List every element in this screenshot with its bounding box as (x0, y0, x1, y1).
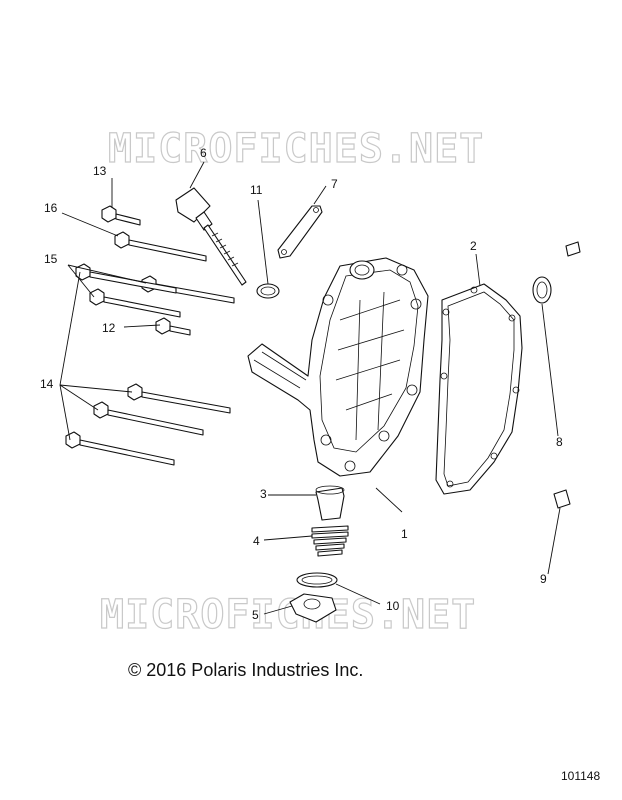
document-number: 101148 (561, 769, 601, 783)
plug-5 (289, 593, 337, 623)
callout-8: 8 (556, 435, 563, 449)
callout-16: 16 (44, 201, 58, 215)
bolt-12 (155, 317, 191, 336)
leader-lines (59, 161, 561, 615)
callout-12: 12 (102, 321, 116, 335)
bolt-14d (65, 431, 175, 466)
callout-7: 7 (331, 177, 338, 191)
bolt-14b (127, 383, 231, 414)
bolt-15b (89, 288, 181, 318)
callout-15: 15 (44, 252, 58, 266)
callout-10: 10 (386, 599, 400, 613)
callout-11: 11 (250, 183, 263, 197)
callout-2: 2 (470, 239, 477, 253)
copyright-notice: © 2016 Polaris Industries Inc. (128, 660, 364, 680)
callout-1: 1 (401, 527, 408, 541)
bolt-13 (101, 205, 141, 226)
callout-14: 14 (40, 377, 54, 391)
callout-13: 13 (93, 164, 107, 178)
seal-8 (532, 276, 552, 304)
bolt-14c (93, 401, 204, 436)
oring-10 (296, 572, 338, 588)
dowel-upper (565, 241, 581, 257)
gasket-2 (435, 283, 523, 495)
spring-4 (311, 525, 349, 557)
callout-3: 3 (260, 487, 267, 501)
bracket-7 (277, 205, 323, 259)
dipstick-6 (175, 187, 247, 286)
callout-5: 5 (252, 608, 259, 622)
watermark-top: MICROFICHES.NET (108, 126, 484, 172)
dowel-9 (553, 489, 571, 509)
callout-6: 6 (200, 146, 207, 160)
watermark-bottom: MICROFICHES.NET (100, 592, 476, 638)
cap-3 (315, 485, 345, 521)
crankcase-cover-1 (247, 257, 429, 477)
oring-11 (256, 283, 280, 299)
bolt-16 (114, 231, 207, 262)
callout-4: 4 (253, 534, 260, 548)
callout-9: 9 (540, 572, 547, 586)
